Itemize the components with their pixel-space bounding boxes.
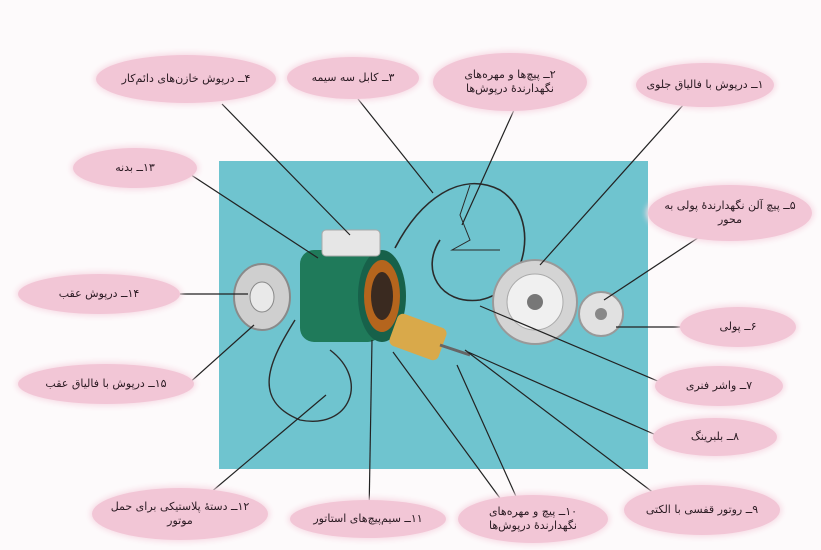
label-spring-washer: ۷ــ واشر فنری <box>655 366 783 406</box>
label-three-core-cable: ۳ــ کابل سه سیمه <box>287 57 419 99</box>
plastic-handle <box>268 319 352 422</box>
photo-background <box>219 161 648 469</box>
capacitor-cover <box>321 229 381 257</box>
label-front-cover: ۱ــ درپوش با فالیاق جلوی <box>636 63 774 107</box>
label-pulley: ۶ــ پولی <box>680 307 796 347</box>
label-allen-screw: ۵ــ پیچ آلن نگهدارندهٔ پولی به محور <box>648 185 812 241</box>
rotor <box>389 313 447 361</box>
label-squirrel-cage-rotor: ۹ــ روتور قفسی با الکتی <box>624 485 780 535</box>
label-bearing: ۸ــ بلبرینگ <box>653 418 777 456</box>
label-plastic-handle: ۱۲ــ دستهٔ پلاستیکی برای حمل موتور <box>92 488 268 540</box>
label-capacitor-cover: ۴ــ درپوش خازن‌های دائم‌کار <box>96 55 276 103</box>
cable-lead <box>450 184 500 251</box>
label-body: ۱۳ــ بدنه <box>73 148 197 188</box>
three-core-cable <box>394 182 526 302</box>
label-rear-cover-bearing: ۱۵ــ درپوش با فالیاق عقب <box>18 364 194 404</box>
label-rear-cover: ۱۴ــ درپوش عقب <box>18 274 180 314</box>
label-bolts-nuts-top: ۲ــ پیچ‌ها و مهره‌های نگهدارندهٔ درپوش‌ه… <box>433 53 587 111</box>
label-stator-windings: ۱۱ــ سیم‌پیچ‌های استاتور <box>290 500 446 538</box>
label-bolts-nuts-bottom: ۱۰ــ پیچ و مهره‌های نگهدارندهٔ درپوش‌ها <box>458 495 608 543</box>
